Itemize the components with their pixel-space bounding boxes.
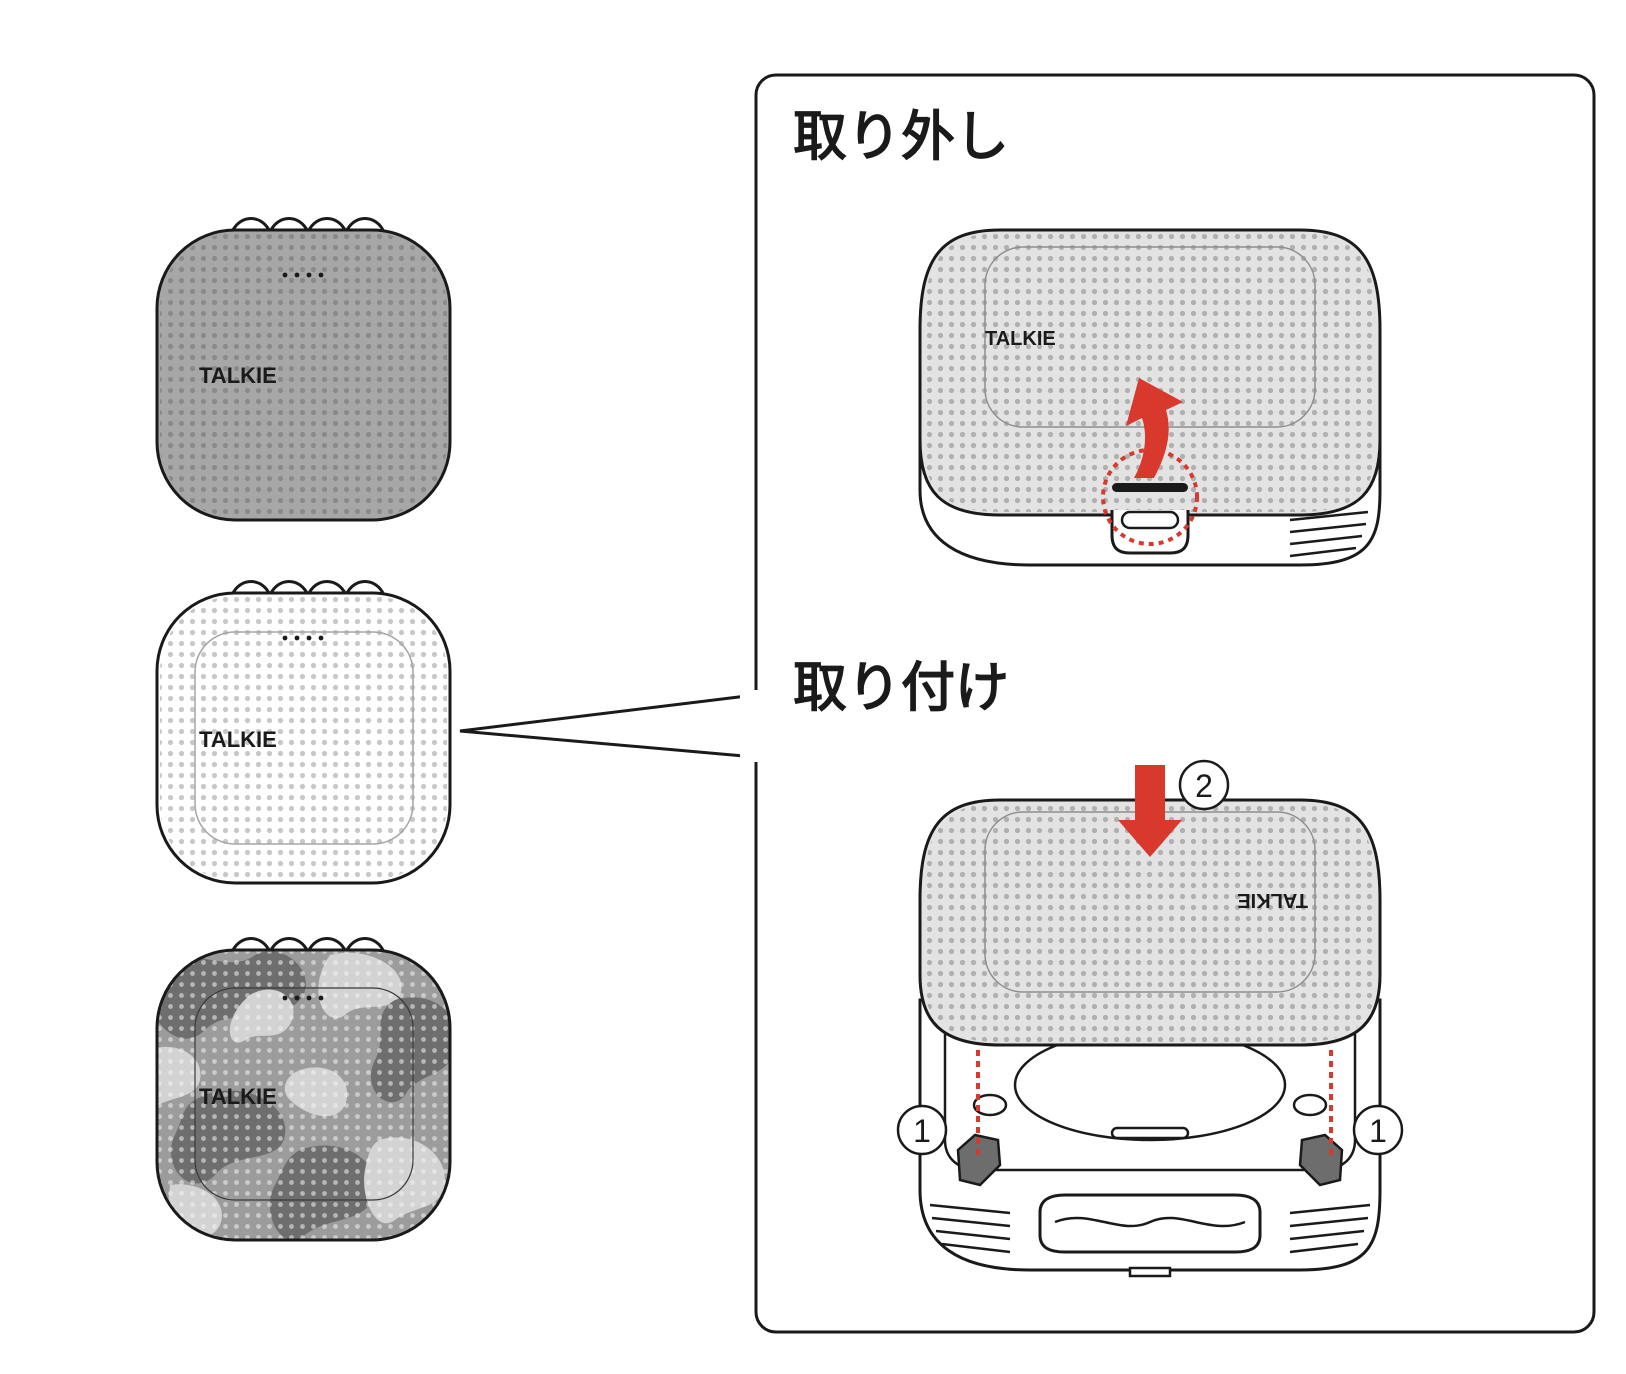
gray-grille-dots: [160, 233, 447, 517]
attach-brand-logo: TALKIE: [1237, 889, 1308, 911]
svg-text:2: 2: [1195, 768, 1213, 804]
removal-vent-slits: [1289, 510, 1369, 558]
camo-pattern: [157, 950, 450, 1240]
camo-indicator-dots: [282, 995, 324, 1001]
gray-brand-logo: TALKIE: [199, 363, 277, 388]
attach-illustration: TALKIE 2 1 1: [896, 759, 1404, 1278]
attach-step-badge-down: 2: [1178, 759, 1230, 811]
attach-vent-slits-right: [1289, 1203, 1371, 1254]
callout-pointer: [459, 693, 756, 759]
speaker-white: TALKIE: [155, 580, 452, 885]
svg-text:1: 1: [1369, 1113, 1387, 1149]
white-brand-logo: TALKIE: [199, 727, 277, 752]
removal-cover-dots: [923, 233, 1377, 512]
attach-heading: 取り付け: [793, 656, 1009, 719]
svg-text:1: 1: [913, 1113, 931, 1149]
removal-heading: 取り外し: [793, 105, 1009, 168]
removal-brand-logo: TALKIE: [985, 328, 1056, 350]
attach-inner-tray: [943, 1030, 1357, 1172]
removal-lift-arrow: [1126, 378, 1183, 478]
camo-inner-panel: [194, 987, 414, 1201]
instruction-panel: 取り外し TALKIE 取り付け: [740, 73, 1596, 1334]
camo-cover-outline: [155, 948, 452, 1242]
speaker-camo: TALKIE: [155, 937, 452, 1242]
speaker-gray: TALKIE: [155, 217, 452, 522]
removal-illustration: TALKIE: [918, 228, 1382, 567]
attach-bottom-foot: [1128, 1266, 1172, 1278]
white-grille-dots: [160, 596, 447, 880]
attach-hook-left: [956, 1133, 1002, 1187]
attach-step-badge-right: 1: [1352, 1104, 1404, 1156]
attach-cover-dots: [923, 803, 1377, 1042]
white-inner-panel: [194, 631, 414, 845]
attach-grip-wave: [1054, 1216, 1246, 1228]
attach-bottom-grip: [1038, 1193, 1262, 1254]
camo-brand-logo: TALKIE: [199, 1084, 277, 1109]
removal-tab-slot: [1120, 510, 1180, 530]
removal-cover-lip: [1112, 483, 1188, 492]
white-indicator-dots: [282, 635, 324, 641]
attach-hook-right: [1298, 1133, 1344, 1187]
attach-center-slot: [1110, 1126, 1190, 1140]
attach-step-badge-left: 1: [896, 1104, 948, 1156]
attach-screw-hole-left: [972, 1093, 1008, 1117]
gray-indicator-dots: [282, 272, 324, 278]
attach-push-arrow: [1118, 765, 1182, 857]
attach-screw-hole-right: [1292, 1093, 1328, 1117]
attach-vent-slits-left: [929, 1203, 1011, 1254]
